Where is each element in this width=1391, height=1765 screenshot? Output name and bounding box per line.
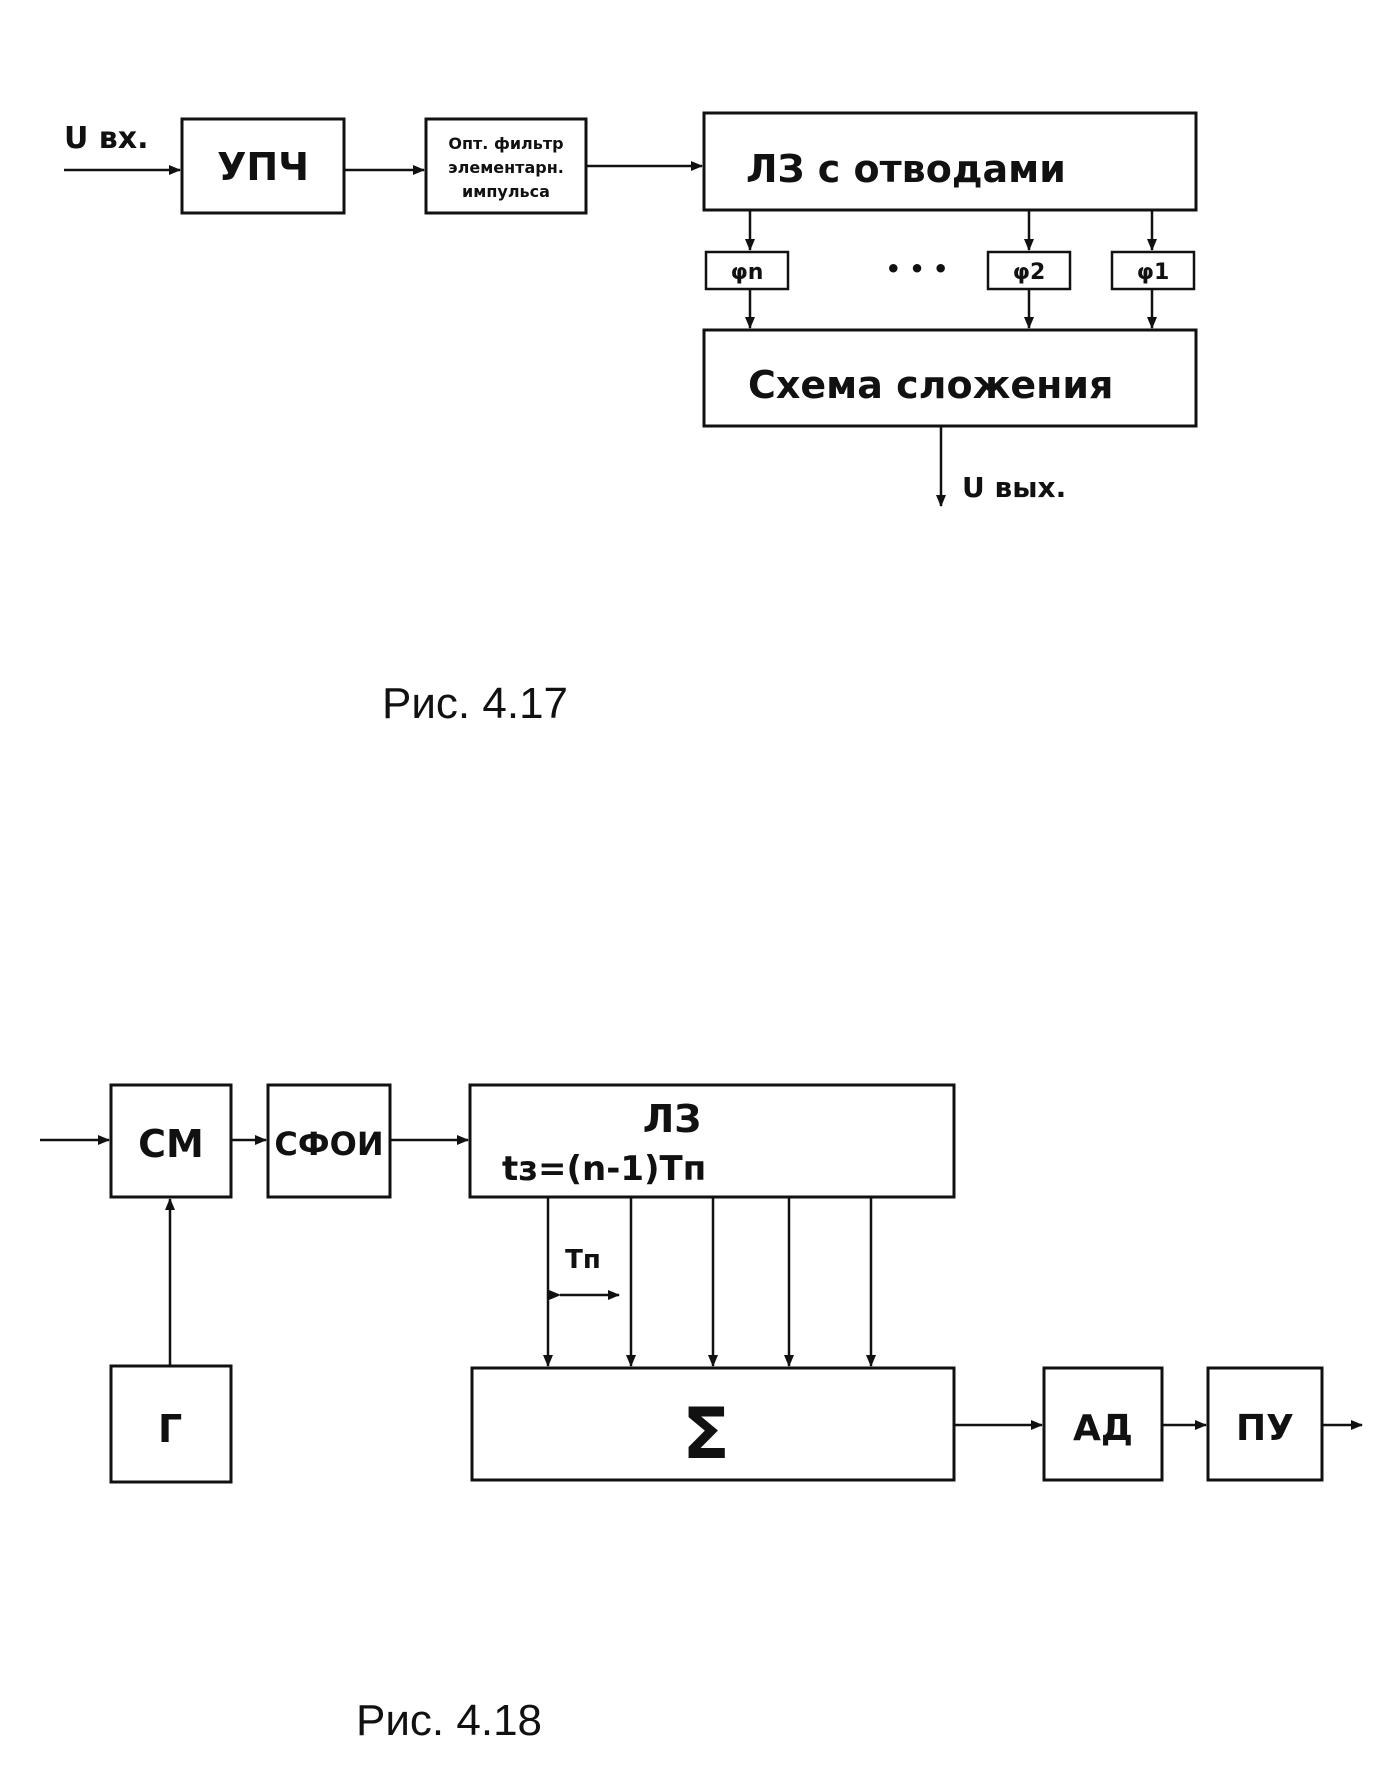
generator-label: Г [158, 1407, 182, 1451]
mixer-label: СМ [138, 1122, 204, 1166]
phase-2-label: φ2 [1013, 260, 1046, 285]
summing-circuit-label: Схема сложения [748, 363, 1113, 407]
filter-label-line2: элементарн. [448, 158, 564, 177]
tap-interval-label: Tп [565, 1245, 601, 1275]
sum-symbol: Σ [682, 1393, 730, 1475]
filter-label-line1: Опт. фильтр [448, 134, 563, 153]
upch-block [180, 117, 346, 215]
sfoi-label: СФОИ [274, 1125, 383, 1163]
detector-label: АД [1073, 1408, 1133, 1449]
delay-line-label: ЛЗ с отводами [746, 147, 1066, 191]
figure-4-17: U вх. УПЧ Опт. фильтр элементарн. импуль… [64, 111, 1198, 728]
phase-shifter-n [704, 250, 790, 291]
figure-caption: Рис. 4.17 [382, 679, 568, 728]
delay-line-title: ЛЗ [643, 1097, 702, 1141]
summing-circuit-block [702, 328, 1198, 428]
phase-ellipsis: • • • [886, 255, 949, 283]
upch-label: УПЧ [217, 145, 309, 189]
delay-line-block [702, 111, 1198, 212]
output-signal-label: U вых. [962, 471, 1066, 504]
filter-label-line3: импульса [462, 182, 550, 201]
figure-4-18: СМ СФОИ ЛЗ tз=(n-1)Tп Г Tп Σ АД ПУ [40, 1083, 1363, 1745]
input-signal-label: U вх. [64, 121, 149, 156]
delay-formula: tз=(n-1)Tп [502, 1149, 706, 1189]
figure-caption: Рис. 4.18 [356, 1696, 542, 1745]
phase-1-label: φ1 [1137, 260, 1170, 285]
threshold-label: ПУ [1236, 1408, 1294, 1449]
phase-n-label: φn [731, 260, 764, 285]
